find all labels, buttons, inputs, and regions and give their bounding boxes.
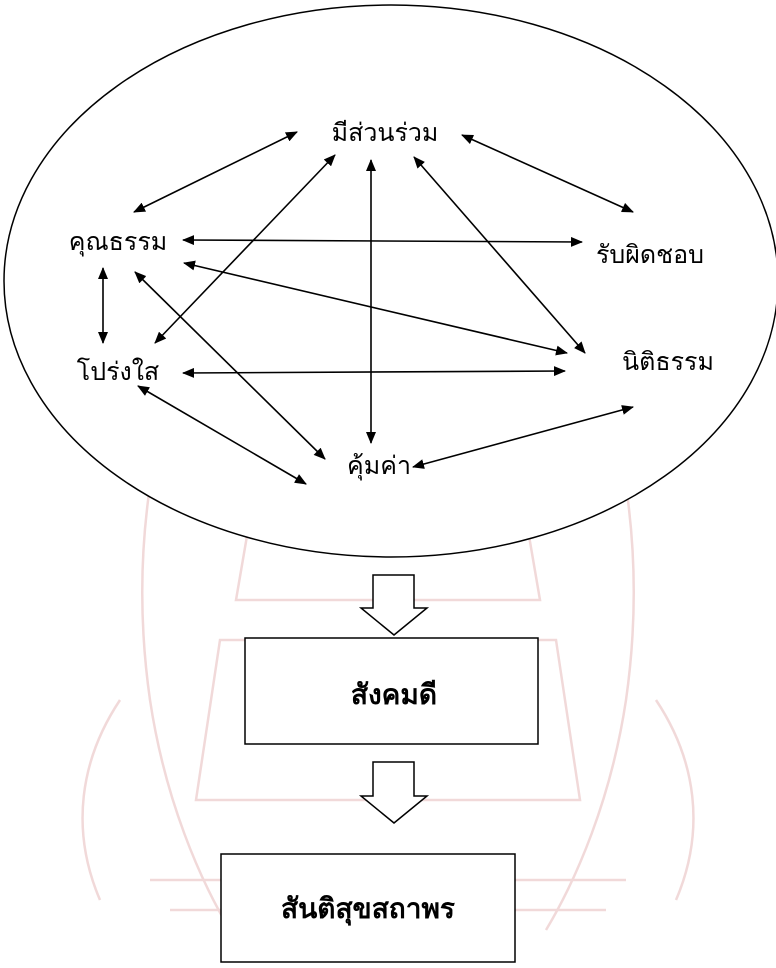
node-accountability: รับผิดชอบ (596, 240, 704, 269)
arrow-transparency-rule-of-law (182, 366, 566, 378)
sustainable-peace-box (220, 853, 516, 963)
arrow-transparency-value-for-money (137, 385, 307, 485)
flow-arrow-2 (358, 761, 430, 824)
edge-group (98, 131, 634, 485)
node-participation: มีส่วนร่วม (332, 118, 439, 147)
node-value-for-money: คุ้มค่า (347, 451, 411, 481)
arrow-morality-accountability (182, 235, 583, 247)
good-society-box (244, 637, 539, 745)
sustainable-peace-label: สันติสุขสถาพร (281, 892, 455, 926)
node-transparency: โปร่งใส (77, 357, 159, 386)
good-society-label: สังคมดี (351, 678, 437, 711)
flow-arrow-1 (358, 574, 430, 636)
node-rule-of-law: นิติธรรม (622, 347, 714, 376)
arrow-rule-of-law-value-for-money (412, 405, 634, 469)
node-morality: คุณธรรม (69, 227, 168, 257)
